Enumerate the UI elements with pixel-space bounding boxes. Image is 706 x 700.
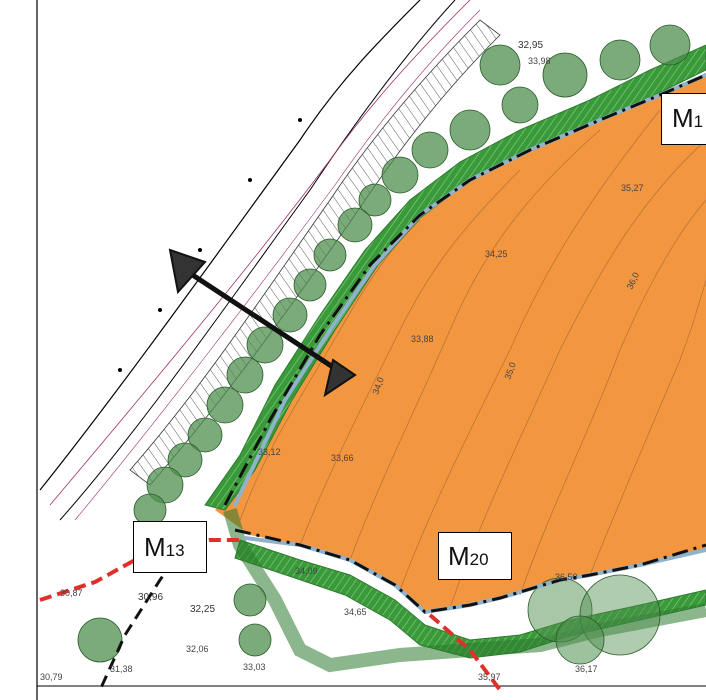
elev-area-3: 33,66 bbox=[331, 453, 354, 463]
elev-edge-4: 30,79 bbox=[40, 672, 63, 682]
dashdot-boundary bbox=[223, 73, 706, 506]
road-inner-curb bbox=[59, 0, 456, 521]
elev-area-0: 35,27 bbox=[621, 183, 644, 193]
elev-area-12: 33,12 bbox=[258, 447, 281, 457]
elev-area-4: 34,09 bbox=[295, 566, 318, 576]
elev-area-11: 36,17 bbox=[575, 664, 598, 674]
elev-edge-1: 33,98 bbox=[528, 56, 551, 66]
elev-area-2: 33,88 bbox=[411, 334, 434, 344]
orange-development-area bbox=[215, 75, 706, 612]
tree-symbols bbox=[77, 24, 691, 665]
elev-edge-0: 32,95 bbox=[518, 40, 543, 51]
elev-area-5: 34,65 bbox=[344, 607, 367, 617]
section-arrow-top bbox=[168, 248, 207, 295]
elev-area-9: 36,50 bbox=[555, 572, 578, 582]
elev-edge-2: 30,96 bbox=[138, 592, 163, 603]
elev-area-7: 32,06 bbox=[186, 644, 209, 654]
elev-area-1: 34,25 bbox=[485, 249, 508, 259]
elev-area-6: 33,03 bbox=[243, 662, 266, 672]
road-outer-curb bbox=[39, 0, 421, 491]
lot-line bbox=[49, 0, 471, 506]
red-dashed-line bbox=[39, 538, 245, 602]
plan-label-m1: M1 bbox=[661, 93, 706, 145]
elev-area-8: 31,38 bbox=[110, 664, 133, 674]
elev-area-10: 35,97 bbox=[478, 672, 501, 682]
plan-label-m20: M20 bbox=[438, 532, 512, 580]
contour-lines bbox=[239, 109, 706, 609]
elev-edge-3: 32,25 bbox=[190, 604, 215, 615]
section-arrow-bottom bbox=[323, 358, 357, 398]
section-cut-line bbox=[183, 267, 347, 378]
elev-edge-5: 30,87 bbox=[60, 588, 83, 598]
elevation-labels: 35,27 34,25 33,88 33,66 34,09 34,65 33,0… bbox=[40, 40, 644, 682]
plan-label-m13: M13 bbox=[133, 521, 207, 573]
